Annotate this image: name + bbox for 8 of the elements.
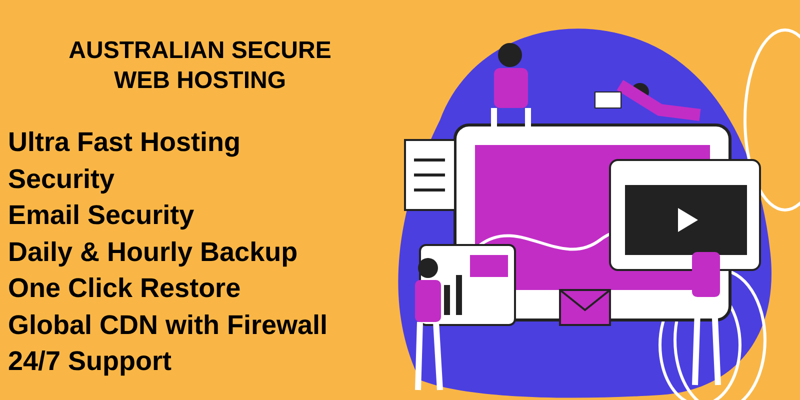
banner-title: AUSTRALIAN SECURE WEB HOSTING bbox=[68, 36, 332, 96]
feature-text: Ultra Fast Hosting bbox=[8, 126, 241, 159]
feature-text: 24/7 Support bbox=[8, 345, 172, 378]
feature-text: Global CDN with Firewall bbox=[8, 308, 328, 342]
feature-text: Email Security bbox=[8, 199, 194, 232]
feature-text: Security bbox=[8, 162, 115, 196]
feature-text: One Click Restore bbox=[8, 272, 241, 305]
feature-text: Daily & Hourly Backup bbox=[8, 236, 298, 269]
